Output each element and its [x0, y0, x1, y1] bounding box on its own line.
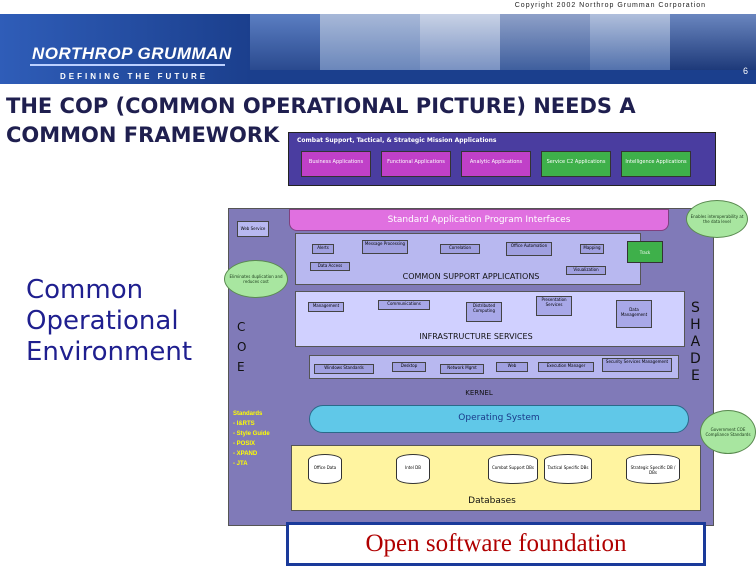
standards-item-4: - JTA [233, 461, 248, 467]
coe-letter-1: O [237, 340, 247, 354]
mission-box: Combat Support, Tactical, & Strategic Mi… [288, 132, 716, 186]
support-item-3: Office Automation [506, 242, 552, 256]
database-4: Strategic Specific DB / DBs [626, 454, 680, 484]
logo-underline [30, 64, 225, 66]
infra-item-4: Data Management [616, 300, 652, 328]
common-support-region: Alerts Message Processing Correlation Of… [295, 233, 641, 285]
shade-letter-3: D [690, 351, 701, 367]
photo-strip [250, 14, 756, 70]
photo-5 [590, 14, 671, 70]
page-number: 6 [742, 66, 748, 76]
kernel-item-0: Windows Standards [314, 364, 374, 374]
shade-letter-1: H [690, 317, 701, 333]
coe-frame: Standard Application Program Interfaces … [228, 208, 714, 526]
company-logo: NORTHROP GRUMMAN [32, 44, 232, 63]
infra-item-1: Communications [378, 300, 430, 310]
standards-item-0: - I&RTS [233, 421, 255, 427]
operating-system-bar: Operating System [309, 405, 689, 433]
coe-letter-2: E [237, 360, 245, 374]
standards-item-2: - POSIX [233, 441, 256, 447]
mission-app-2: Analytic Applications [461, 151, 531, 177]
shade-letter-4: E [690, 368, 700, 384]
database-2: Combat Support DBs [488, 454, 538, 484]
support-item-1: Message Processing [362, 240, 408, 254]
kernel-item-2: Network Mgmt [440, 364, 484, 374]
databases-label: Databases [468, 496, 516, 506]
support-item-0: Alerts [312, 244, 334, 254]
support-item-2: Correlation [440, 244, 480, 254]
photo-1 [250, 14, 321, 70]
slide-title: THE COP (COMMON OPERATIONAL PICTURE) NEE… [6, 94, 636, 147]
photo-6 [670, 14, 756, 70]
photo-3 [420, 14, 501, 70]
common-operational-environment: Common Operational Environment [26, 275, 192, 368]
web-service-box: Web Service [237, 221, 269, 237]
shade-letter-2: A [690, 334, 701, 350]
kernel-item-3: Web [496, 362, 528, 372]
coe-letter-0: C [237, 320, 246, 334]
standards-heading: Standards [233, 411, 263, 417]
mission-heading: Combat Support, Tactical, & Strategic Mi… [297, 137, 497, 144]
support-visualization: Visualization [566, 266, 606, 275]
mission-app-1: Functional Applications [381, 151, 451, 177]
kernel-title: KERNEL [465, 389, 493, 397]
coe-letters: C O E [237, 317, 246, 377]
database-3: Tactical Specific DBs [544, 454, 592, 484]
side-text-line-2: Environment [26, 337, 193, 367]
infra-item-0: Management [308, 302, 344, 312]
support-item-4: Mapping [580, 244, 604, 254]
mission-app-0: Business Applications [301, 151, 371, 177]
support-track-box: Track [627, 241, 663, 263]
bubble-eliminates: Eliminates duplication and reduces cost [224, 260, 288, 298]
side-text-line-0: Common [26, 275, 144, 305]
bubble-compliance: Government COE Compliance Standards [700, 410, 756, 454]
header-banner: Copyright 2002 Northrop Grumman Corporat… [0, 0, 756, 84]
kernel-item-4: Execution Manager [538, 362, 594, 372]
copyright-text: Copyright 2002 Northrop Grumman Corporat… [514, 2, 706, 9]
common-support-title: COMMON SUPPORT APPLICATIONS [402, 272, 540, 281]
kernel-item-1: Desktop [392, 362, 426, 372]
support-data-access: Data Access [310, 262, 350, 271]
kernel-item-5: Security Services Management [602, 358, 672, 372]
side-text-line-1: Operational [26, 306, 179, 336]
logo-area: NORTHROP GRUMMAN DEFINING THE FUTURE [0, 14, 250, 84]
infra-item-2: Distributed Computing [466, 302, 502, 322]
photo-2 [320, 14, 421, 70]
database-1: Intel DB [396, 454, 430, 484]
infrastructure-title: INFRASTRUCTURE SERVICES [419, 332, 533, 341]
api-bar: Standard Application Program Interfaces [289, 209, 669, 231]
kernel-items-row: Windows Standards Desktop Network Mgmt W… [309, 355, 679, 379]
standards-item-3: - XPAND [233, 451, 258, 457]
copyright-bar: Copyright 2002 Northrop Grumman Corporat… [0, 0, 756, 14]
standards-list: Standards - I&RTS - Style Guide - POSIX … [233, 409, 270, 469]
mission-app-3: Service C2 Applications [541, 151, 611, 177]
standards-item-1: - Style Guide [233, 431, 270, 437]
footer-open-software: Open software foundation [286, 522, 706, 566]
mission-app-4: Intelligence Applications [621, 151, 691, 177]
databases-region: Office Data Intel DB Combat Support DBs … [291, 445, 701, 511]
shade-letter-0: S [690, 300, 700, 316]
photo-4 [500, 14, 591, 70]
database-0: Office Data [308, 454, 342, 484]
infra-item-3: Presentation Services [536, 296, 572, 316]
shade-letters: S H A D E [690, 300, 701, 385]
bubble-interoperability: Enables interoperability at the data lev… [686, 200, 748, 238]
infrastructure-region: Management Communications Distributed Co… [295, 291, 685, 347]
company-tagline: DEFINING THE FUTURE [60, 72, 209, 81]
banner-bottom-strip [250, 70, 756, 84]
